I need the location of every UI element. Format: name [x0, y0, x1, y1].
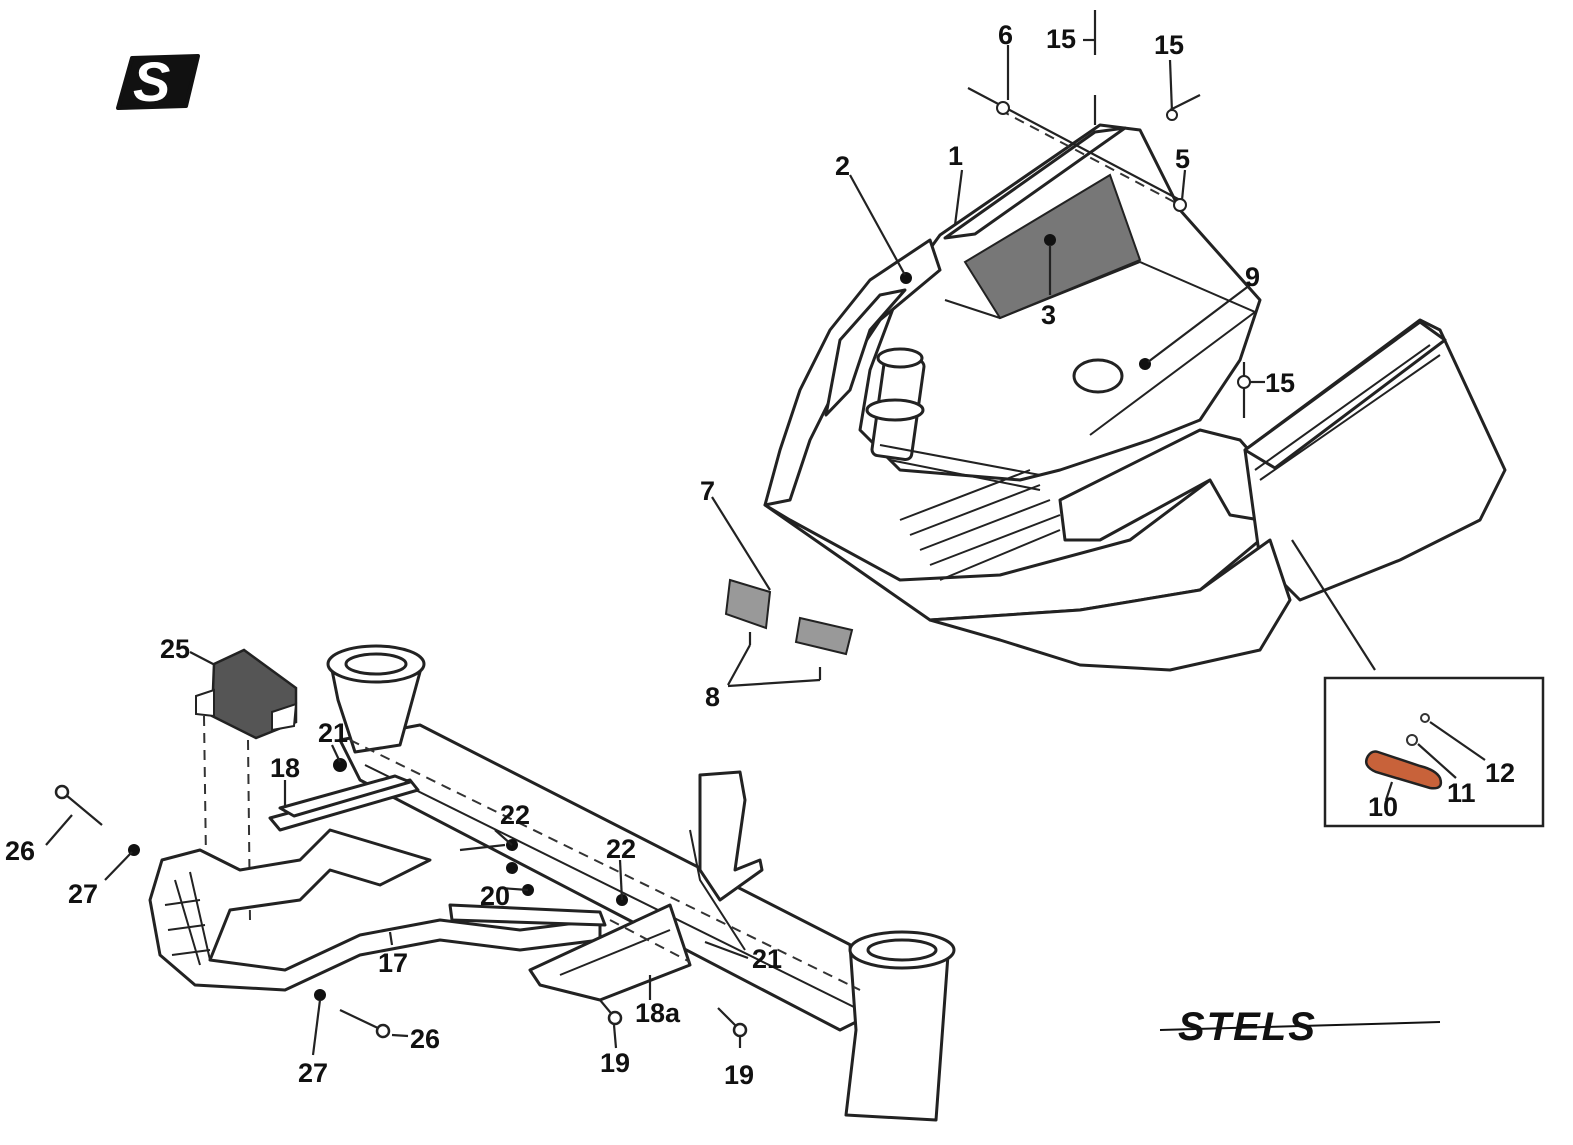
label-15-top: 15 [1046, 24, 1076, 54]
frame-leaders [45, 651, 742, 1056]
label-20: 20 [480, 881, 510, 911]
label-11: 11 [1447, 778, 1476, 808]
stels-logo-icon: S [116, 50, 200, 113]
label-6: 6 [998, 20, 1013, 50]
fairing-leaders [711, 10, 1376, 688]
label-19-right: 19 [724, 1060, 754, 1090]
label-2: 2 [835, 151, 850, 181]
label-26-left: 26 [5, 836, 35, 866]
label-3: 3 [1041, 300, 1056, 330]
label-15-side: 15 [1265, 368, 1295, 398]
label-10: 10 [1368, 792, 1398, 822]
detail-inset [1323, 676, 1545, 828]
label-18: 18 [270, 753, 300, 783]
label-25: 25 [160, 634, 190, 664]
label-7: 7 [700, 476, 715, 506]
label-22-right: 22 [606, 834, 636, 864]
logo-letter: S [133, 50, 170, 113]
label-18a: 18a [635, 998, 681, 1028]
label-21-top: 21 [318, 718, 348, 748]
label-5: 5 [1175, 144, 1190, 174]
callout-labels: 1 2 3 5 6 7 8 9 10 11 12 15 15 15 17 18 … [5, 20, 1515, 1090]
label-1: 1 [948, 141, 963, 171]
label-22-left: 22 [500, 800, 530, 830]
label-27-left: 27 [68, 879, 98, 909]
label-26-bottom: 26 [410, 1024, 440, 1054]
label-8: 8 [705, 682, 720, 712]
front-fairing [724, 59, 1507, 672]
label-27-bottom: 27 [298, 1058, 328, 1088]
label-21-bottom: 21 [752, 944, 782, 974]
label-9: 9 [1245, 262, 1260, 292]
stels-brand-wordmark: STELS [1159, 1005, 1441, 1049]
label-12: 12 [1485, 758, 1515, 788]
label-15-right: 15 [1154, 30, 1184, 60]
label-19-left: 19 [600, 1048, 630, 1078]
label-17: 17 [378, 948, 408, 978]
